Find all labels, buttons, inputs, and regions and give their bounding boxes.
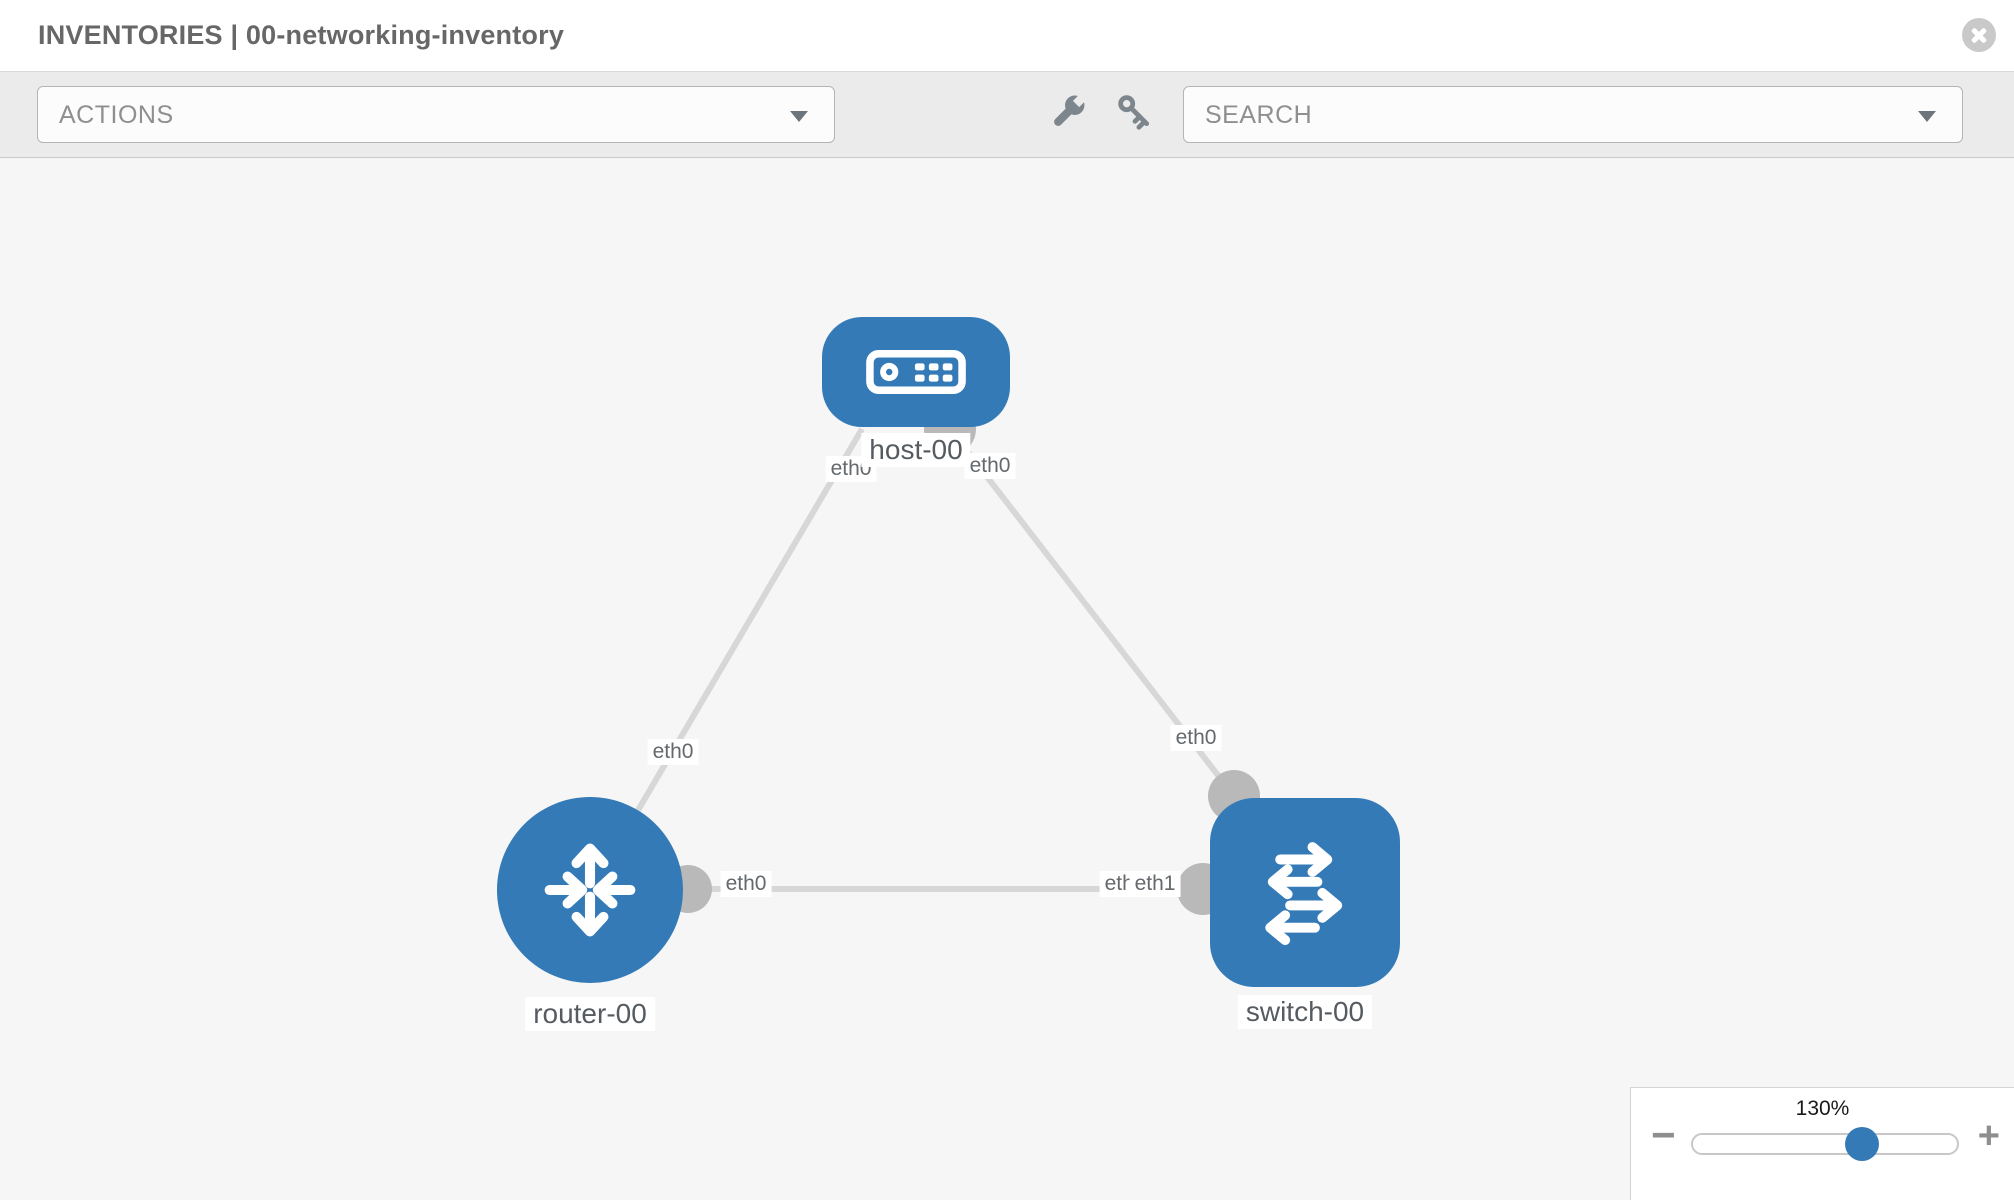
interface-label-link-router-side: eth0 bbox=[720, 871, 772, 897]
chevron-down-icon bbox=[1918, 111, 1936, 122]
zoom-level-label: 130% bbox=[1795, 1097, 1850, 1120]
zoom-slider-handle[interactable] bbox=[1844, 1127, 1879, 1161]
node-switch-00[interactable] bbox=[1210, 798, 1400, 987]
links-layer bbox=[587, 403, 1260, 915]
topology-canvas[interactable]: host-00 router-00 switch-00 eth0 eth0 et… bbox=[0, 158, 2014, 1200]
search-dropdown-label: SEARCH bbox=[1205, 101, 1313, 129]
node-label-switch: switch-00 bbox=[1237, 995, 1373, 1029]
switch-arrows-icon bbox=[1265, 841, 1343, 945]
chevron-down-icon bbox=[790, 111, 808, 122]
interface-label-router-top: eth0 bbox=[647, 739, 699, 765]
actions-dropdown-label: ACTIONS bbox=[59, 101, 174, 129]
zoom-in-button[interactable]: + bbox=[1977, 1115, 2000, 1157]
interface-label-link-switch-side: eth1 bbox=[1129, 871, 1181, 897]
zoom-out-button[interactable]: − bbox=[1651, 1111, 1676, 1158]
interface-label-host-right: eth0 bbox=[964, 453, 1016, 479]
header: INVENTORIES | 00-networking-inventory bbox=[0, 0, 2014, 72]
interface-label-switch-top: eth0 bbox=[1170, 725, 1222, 751]
wrench-icon[interactable] bbox=[1046, 90, 1090, 134]
router-arrows-icon bbox=[544, 843, 636, 937]
page-title: INVENTORIES | 00-networking-inventory bbox=[38, 20, 565, 50]
node-host-00[interactable] bbox=[822, 317, 1010, 427]
node-label-host: host-00 bbox=[861, 433, 971, 467]
zoom-control-panel: 130% − + bbox=[1630, 1087, 2014, 1200]
search-dropdown[interactable]: SEARCH bbox=[1183, 86, 1963, 143]
key-icon[interactable] bbox=[1113, 90, 1157, 134]
close-icon[interactable] bbox=[1962, 18, 1996, 52]
node-router-00[interactable] bbox=[497, 797, 683, 983]
actions-dropdown[interactable]: ACTIONS bbox=[37, 86, 835, 143]
host-appliance-icon bbox=[866, 350, 966, 394]
toolbar: ACTIONS SEARCH bbox=[0, 72, 2014, 158]
node-label-router: router-00 bbox=[525, 997, 655, 1031]
zoom-slider-track[interactable] bbox=[1691, 1127, 1959, 1161]
